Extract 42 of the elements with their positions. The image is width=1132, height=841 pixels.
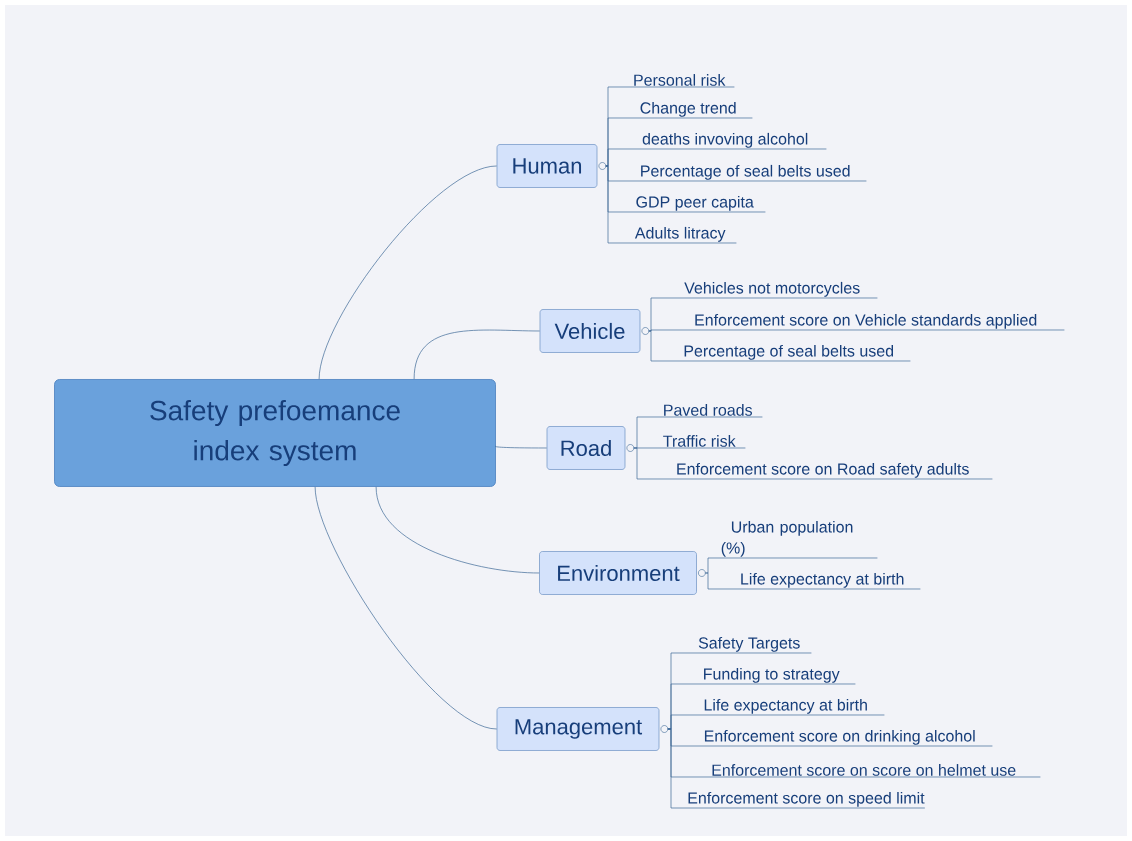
connector-line: [705, 557, 878, 574]
branch-curve: [413, 329, 540, 380]
subtopic-label: Percentage of seal belts used: [684, 344, 894, 360]
branch-curve: [375, 486, 540, 574]
subtopic-label: Enforcement score on Road safety adults: [677, 462, 969, 478]
subtopic-label: Enforcement score on speed limit: [688, 791, 925, 807]
subtopic-label: Enforcement score on Vehicle standards applied: [695, 313, 1037, 329]
connector-line: [667, 714, 885, 730]
connector-line: [648, 330, 911, 362]
subtopic-label: Change trend: [640, 101, 736, 117]
subtopic-label: Vehicles not motorcycles: [684, 281, 860, 297]
connector-line: [705, 572, 921, 590]
topic-box: Management: [496, 707, 660, 751]
topic-box: Environment: [539, 551, 697, 595]
subtopic-label: Percentage of seal belts used: [641, 164, 850, 180]
subtopic-label: Paved roads: [664, 404, 752, 416]
branch-curve: [314, 486, 497, 730]
subtopic-label: Personal risk: [634, 74, 726, 86]
topic-box: Human: [496, 144, 598, 188]
subtopic-label: Urban population (%): [721, 520, 853, 557]
topic-box: Road: [546, 426, 626, 470]
subtopic-label: Traffic risk: [663, 435, 736, 447]
subtopic-label: Enforcement score on score on helmet use: [712, 764, 1016, 776]
connector-line: [605, 165, 737, 244]
connector-line: [648, 329, 1065, 332]
connector-line: [605, 148, 827, 167]
connector-line: [648, 297, 878, 332]
subtopic-label: Funding to strategy: [704, 667, 840, 683]
branch-curve: [318, 165, 497, 380]
connector-line: [667, 728, 926, 809]
subtopic-label: Life expectancy at birth: [741, 572, 904, 588]
central-topic-box: Safety prefoemance index system: [54, 379, 496, 487]
subtopic-label: Adults litracy: [634, 226, 726, 242]
subtopic-label: deaths invoving alcohol: [642, 132, 808, 148]
subtopic-label: Safety Targets: [698, 636, 800, 652]
subtopic-label: Life expectancy at birth: [704, 698, 867, 714]
subtopic-label: GDP peer capita: [636, 195, 754, 211]
topic-box: Vehicle: [539, 309, 641, 353]
branch-curve: [495, 445, 547, 449]
subtopic-label: Enforcement score on drinking alcohol: [704, 729, 975, 745]
connector-line: [633, 447, 993, 480]
connector-line: [633, 416, 763, 449]
